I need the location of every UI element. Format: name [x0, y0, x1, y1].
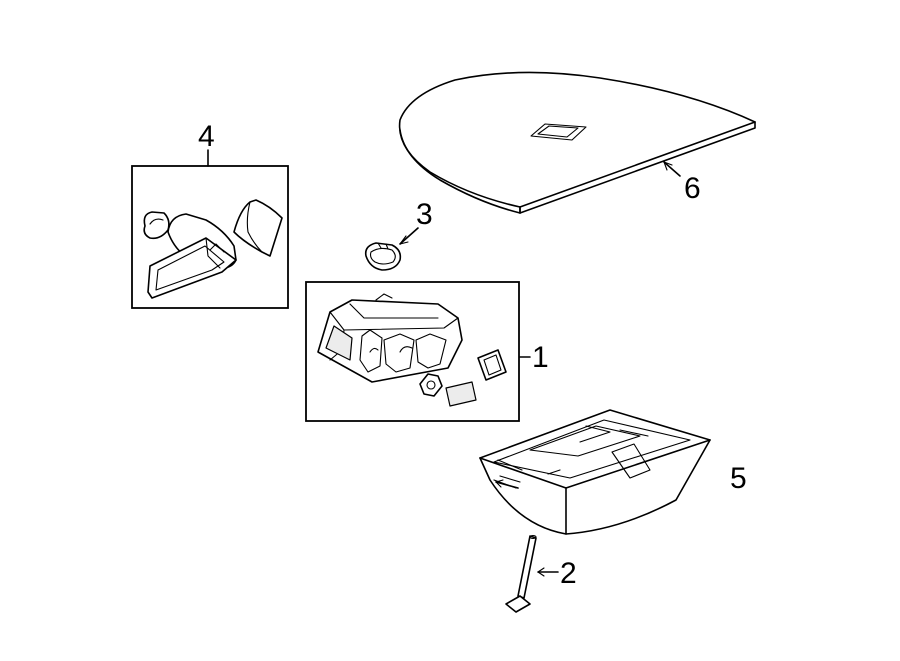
- callout-1: 1: [532, 341, 549, 374]
- leader-lines: [207, 149, 681, 577]
- part-2-rod: [505, 534, 537, 613]
- part-4-box: [131, 165, 289, 309]
- part-6-floor-cover: [398, 71, 756, 214]
- callout-5: 5: [730, 462, 747, 495]
- part-5-tray: [479, 409, 711, 535]
- callout-2: 2: [560, 557, 577, 590]
- callout-3: 3: [416, 198, 433, 231]
- callout-4: 4: [198, 120, 215, 153]
- part-3-clip: [364, 242, 402, 271]
- callout-6: 6: [684, 172, 701, 205]
- part-1-box: [305, 281, 520, 422]
